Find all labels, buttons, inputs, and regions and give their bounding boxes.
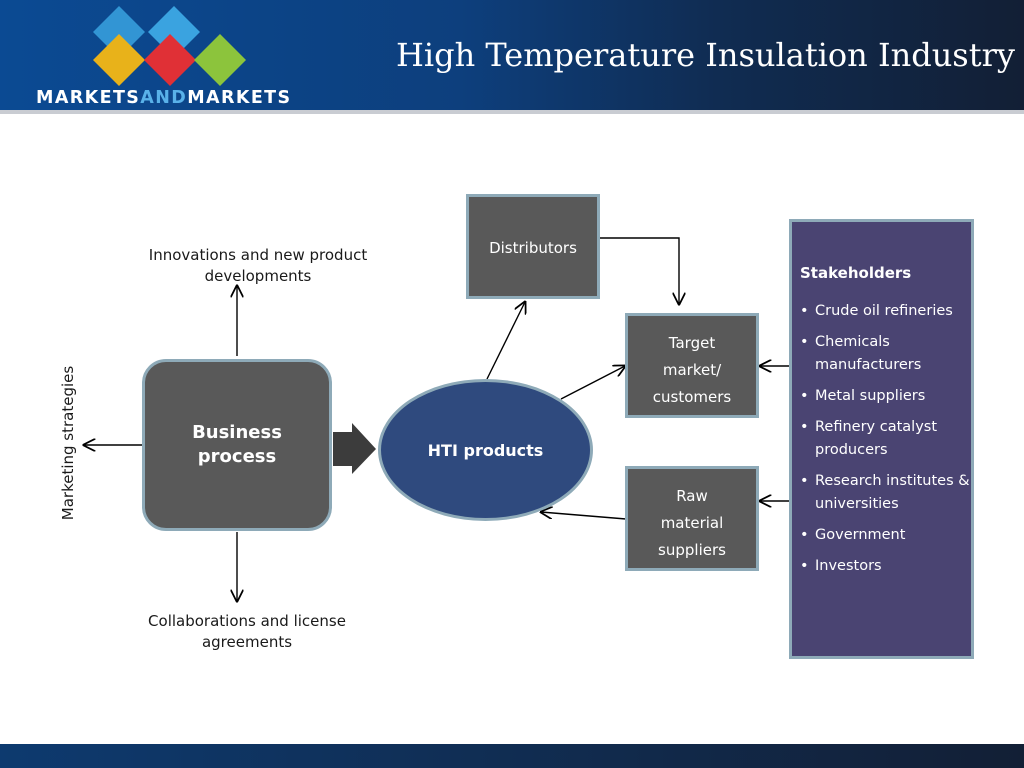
distributors-label: Distributors — [489, 239, 577, 257]
stakeholders-panel: Stakeholders •Crude oil refineries •Chem… — [789, 219, 974, 659]
stakeholders-list: •Crude oil refineries •Chemicals manufac… — [800, 300, 971, 578]
header-bar: MARKETSANDMARKETS High Temperature Insul… — [0, 0, 1024, 114]
stakeholders-title: Stakeholders — [800, 264, 912, 282]
block-arrow-icon — [333, 423, 376, 474]
hti-products-label: HTI products — [427, 440, 544, 460]
bullet-icon: • — [800, 558, 809, 574]
bullet-icon: • — [800, 388, 809, 404]
business-process-label: Business process — [192, 422, 282, 467]
raw-material-box[interactable]: Raw material suppliers — [625, 466, 759, 571]
list-item: •Investors — [800, 555, 971, 578]
arrow-distributors-to-target — [599, 237, 679, 304]
distributors-box[interactable]: Distributors — [466, 194, 600, 299]
bullet-icon: • — [800, 419, 809, 435]
bullet-icon: • — [800, 334, 809, 350]
page-title: High Temperature Insulation Industry — [396, 36, 1015, 74]
bullet-icon: • — [800, 527, 809, 543]
arrow-raw-to-hti — [541, 512, 627, 520]
list-item: •Research institutes & universities — [800, 470, 971, 516]
arrow-hti-to-target — [560, 366, 625, 400]
company-logo[interactable]: MARKETSANDMARKETS — [28, 4, 318, 110]
business-process-box[interactable]: Business process — [142, 359, 332, 531]
logo-diamonds-icon — [93, 6, 246, 86]
list-item: •Crude oil refineries — [800, 300, 971, 323]
logo-wordmark: MARKETSANDMARKETS — [36, 88, 292, 108]
marketing-label: Marketing strategies — [59, 365, 77, 521]
collaborations-label: Collaborations and license agreements — [148, 612, 346, 651]
innovations-label: Innovations and new product developments — [148, 246, 368, 285]
bullet-icon: • — [800, 303, 809, 319]
footer-bar — [0, 744, 1024, 768]
hti-products-ellipse[interactable]: HTI products — [378, 379, 593, 521]
list-item: •Refinery catalyst producers — [800, 416, 971, 462]
arrow-to-distributors — [486, 302, 525, 380]
list-item: •Chemicals manufacturers — [800, 331, 971, 377]
list-item: •Metal suppliers — [800, 385, 971, 408]
target-market-box[interactable]: Target market/ customers — [625, 313, 759, 418]
target-market-label: Target market/ customers — [652, 334, 732, 406]
bullet-icon: • — [800, 473, 809, 489]
list-item: •Government — [800, 524, 971, 547]
raw-material-label: Raw material suppliers — [658, 487, 726, 559]
